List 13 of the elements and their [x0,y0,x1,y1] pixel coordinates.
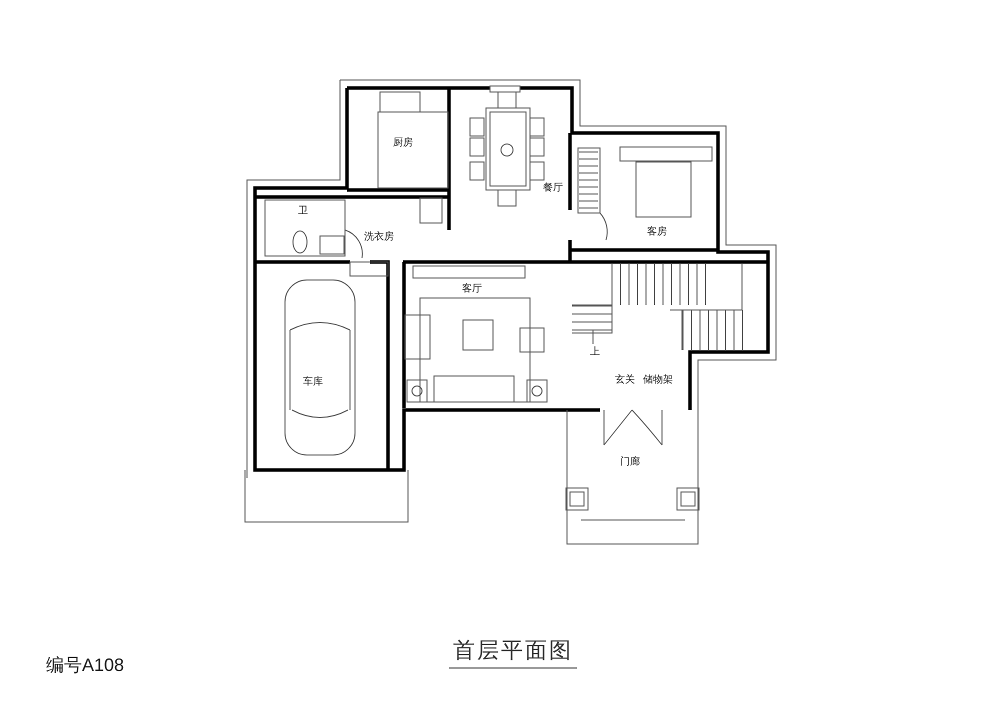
room-label: 厨房 [392,138,414,148]
room-label: 客厅 [461,284,483,294]
room-label: 上 [589,346,601,358]
room-label: 洗衣房 [363,232,395,242]
room-label: 玄关 [614,374,636,386]
room-label: 车库 [302,376,324,388]
room-label: 客房 [646,226,668,238]
room-label: 储物架 [642,374,674,386]
drawing-number: 编号A108 [44,656,126,676]
room-label: 餐厅 [542,182,564,194]
plan-title: 首层平面图 [449,636,577,668]
room-label: 卫 [297,206,309,216]
room-label: 门廊 [619,456,641,468]
